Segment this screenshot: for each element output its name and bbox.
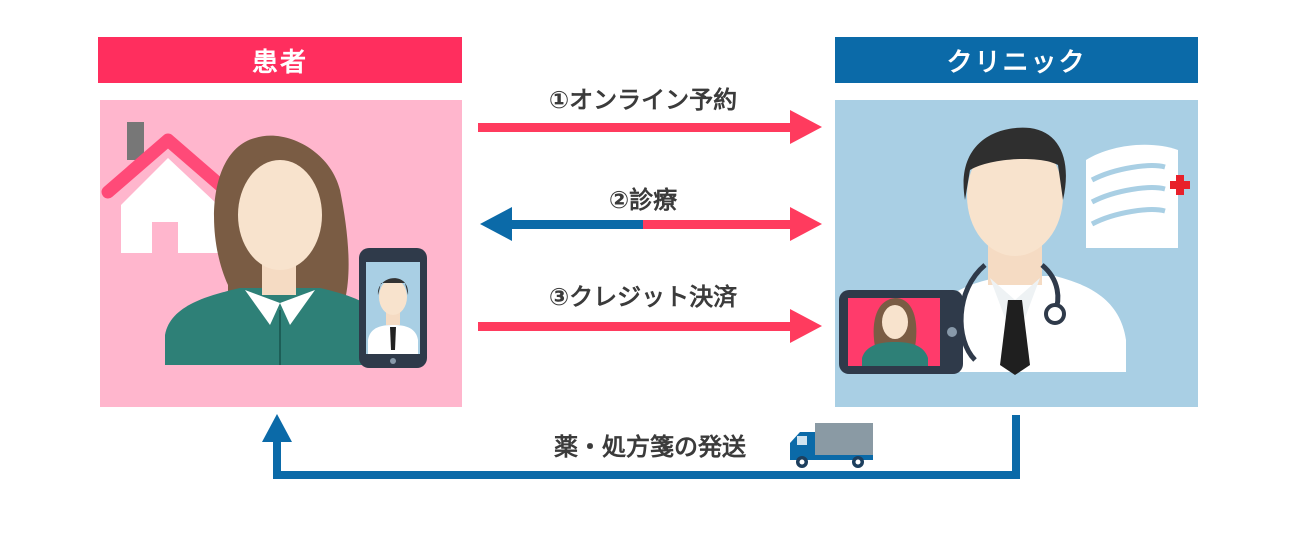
doctor-icon <box>933 127 1126 375</box>
arrow-online-booking <box>478 110 822 144</box>
clinic-header: クリニック <box>835 37 1198 83</box>
tablet-icon <box>839 290 963 374</box>
arrow-delivery <box>262 414 1020 479</box>
arrow-consultation <box>480 207 822 241</box>
arrow-credit-payment <box>478 309 822 343</box>
flow-label-consultation: ②診療 <box>608 186 678 214</box>
flow-label-credit-payment: ③クレジット決済 <box>548 283 738 311</box>
patient-header: 患者 <box>98 37 462 83</box>
patient-woman-icon <box>165 135 388 365</box>
patient-title: 患者 <box>251 47 308 78</box>
truck-icon <box>790 423 873 468</box>
house-icon <box>101 122 235 253</box>
flow-label-online-booking: ①オンライン予約 <box>548 86 738 114</box>
delivery-label: 薬・処方箋の発送 <box>554 433 746 461</box>
smartphone-icon <box>359 248 427 368</box>
clinic-title: クリニック <box>946 47 1087 78</box>
hospital-icon <box>1086 144 1190 248</box>
